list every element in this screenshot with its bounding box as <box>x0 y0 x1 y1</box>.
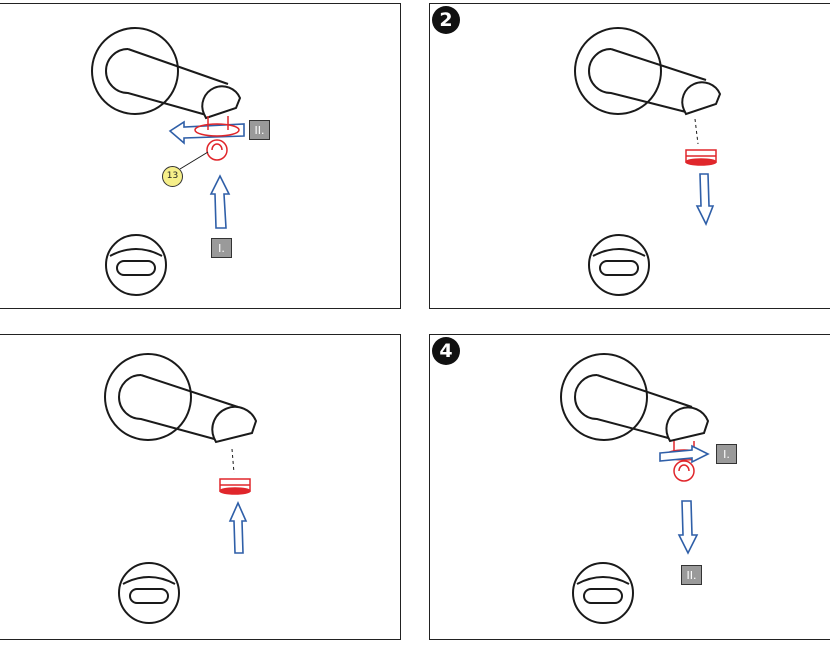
aerator-icon <box>194 116 240 161</box>
aerator-icon <box>219 478 251 495</box>
panel-3-illustration <box>104 353 258 624</box>
instruction-panel-3 <box>0 334 401 640</box>
step-number-badge: 4 <box>432 337 460 365</box>
step-tag-i: I. <box>211 238 232 258</box>
axis-dashed-line <box>231 448 235 474</box>
callout-leader-line <box>179 151 209 170</box>
panel-2-illustration <box>574 27 722 296</box>
aerator-icon <box>665 441 703 482</box>
instruction-panel-1: II. I. 13 <box>0 3 401 309</box>
aerator-icon <box>685 149 717 166</box>
step-number-badge: 2 <box>432 6 460 34</box>
step-tag-ii: II. <box>681 565 702 585</box>
axis-dashed-line <box>694 118 699 145</box>
spout-icon <box>560 353 710 443</box>
step-tag-i: I. <box>716 444 737 464</box>
instruction-panel-2: 2 <box>429 3 830 309</box>
step-tag-ii: II. <box>249 120 270 140</box>
arrow-down-icon <box>677 500 699 555</box>
part-callout-13: 13 <box>162 166 183 187</box>
arrow-up-icon <box>228 501 248 554</box>
spout-front-view-icon <box>105 234 167 296</box>
spout-icon <box>574 27 722 116</box>
spout-front-view-icon <box>588 234 650 296</box>
spout-front-view-icon <box>118 562 180 624</box>
panel-4-illustration <box>560 353 710 624</box>
panel-1-illustration <box>91 27 245 296</box>
rotate-arrow-icon <box>659 444 710 464</box>
spout-icon <box>104 353 258 444</box>
rotate-arrow-icon <box>168 120 245 145</box>
arrow-down-icon <box>695 173 715 226</box>
instruction-panel-4: 4 I. II. <box>429 334 830 640</box>
spout-front-view-icon <box>572 562 634 624</box>
spout-icon <box>91 27 242 120</box>
arrow-up-icon <box>209 174 231 229</box>
